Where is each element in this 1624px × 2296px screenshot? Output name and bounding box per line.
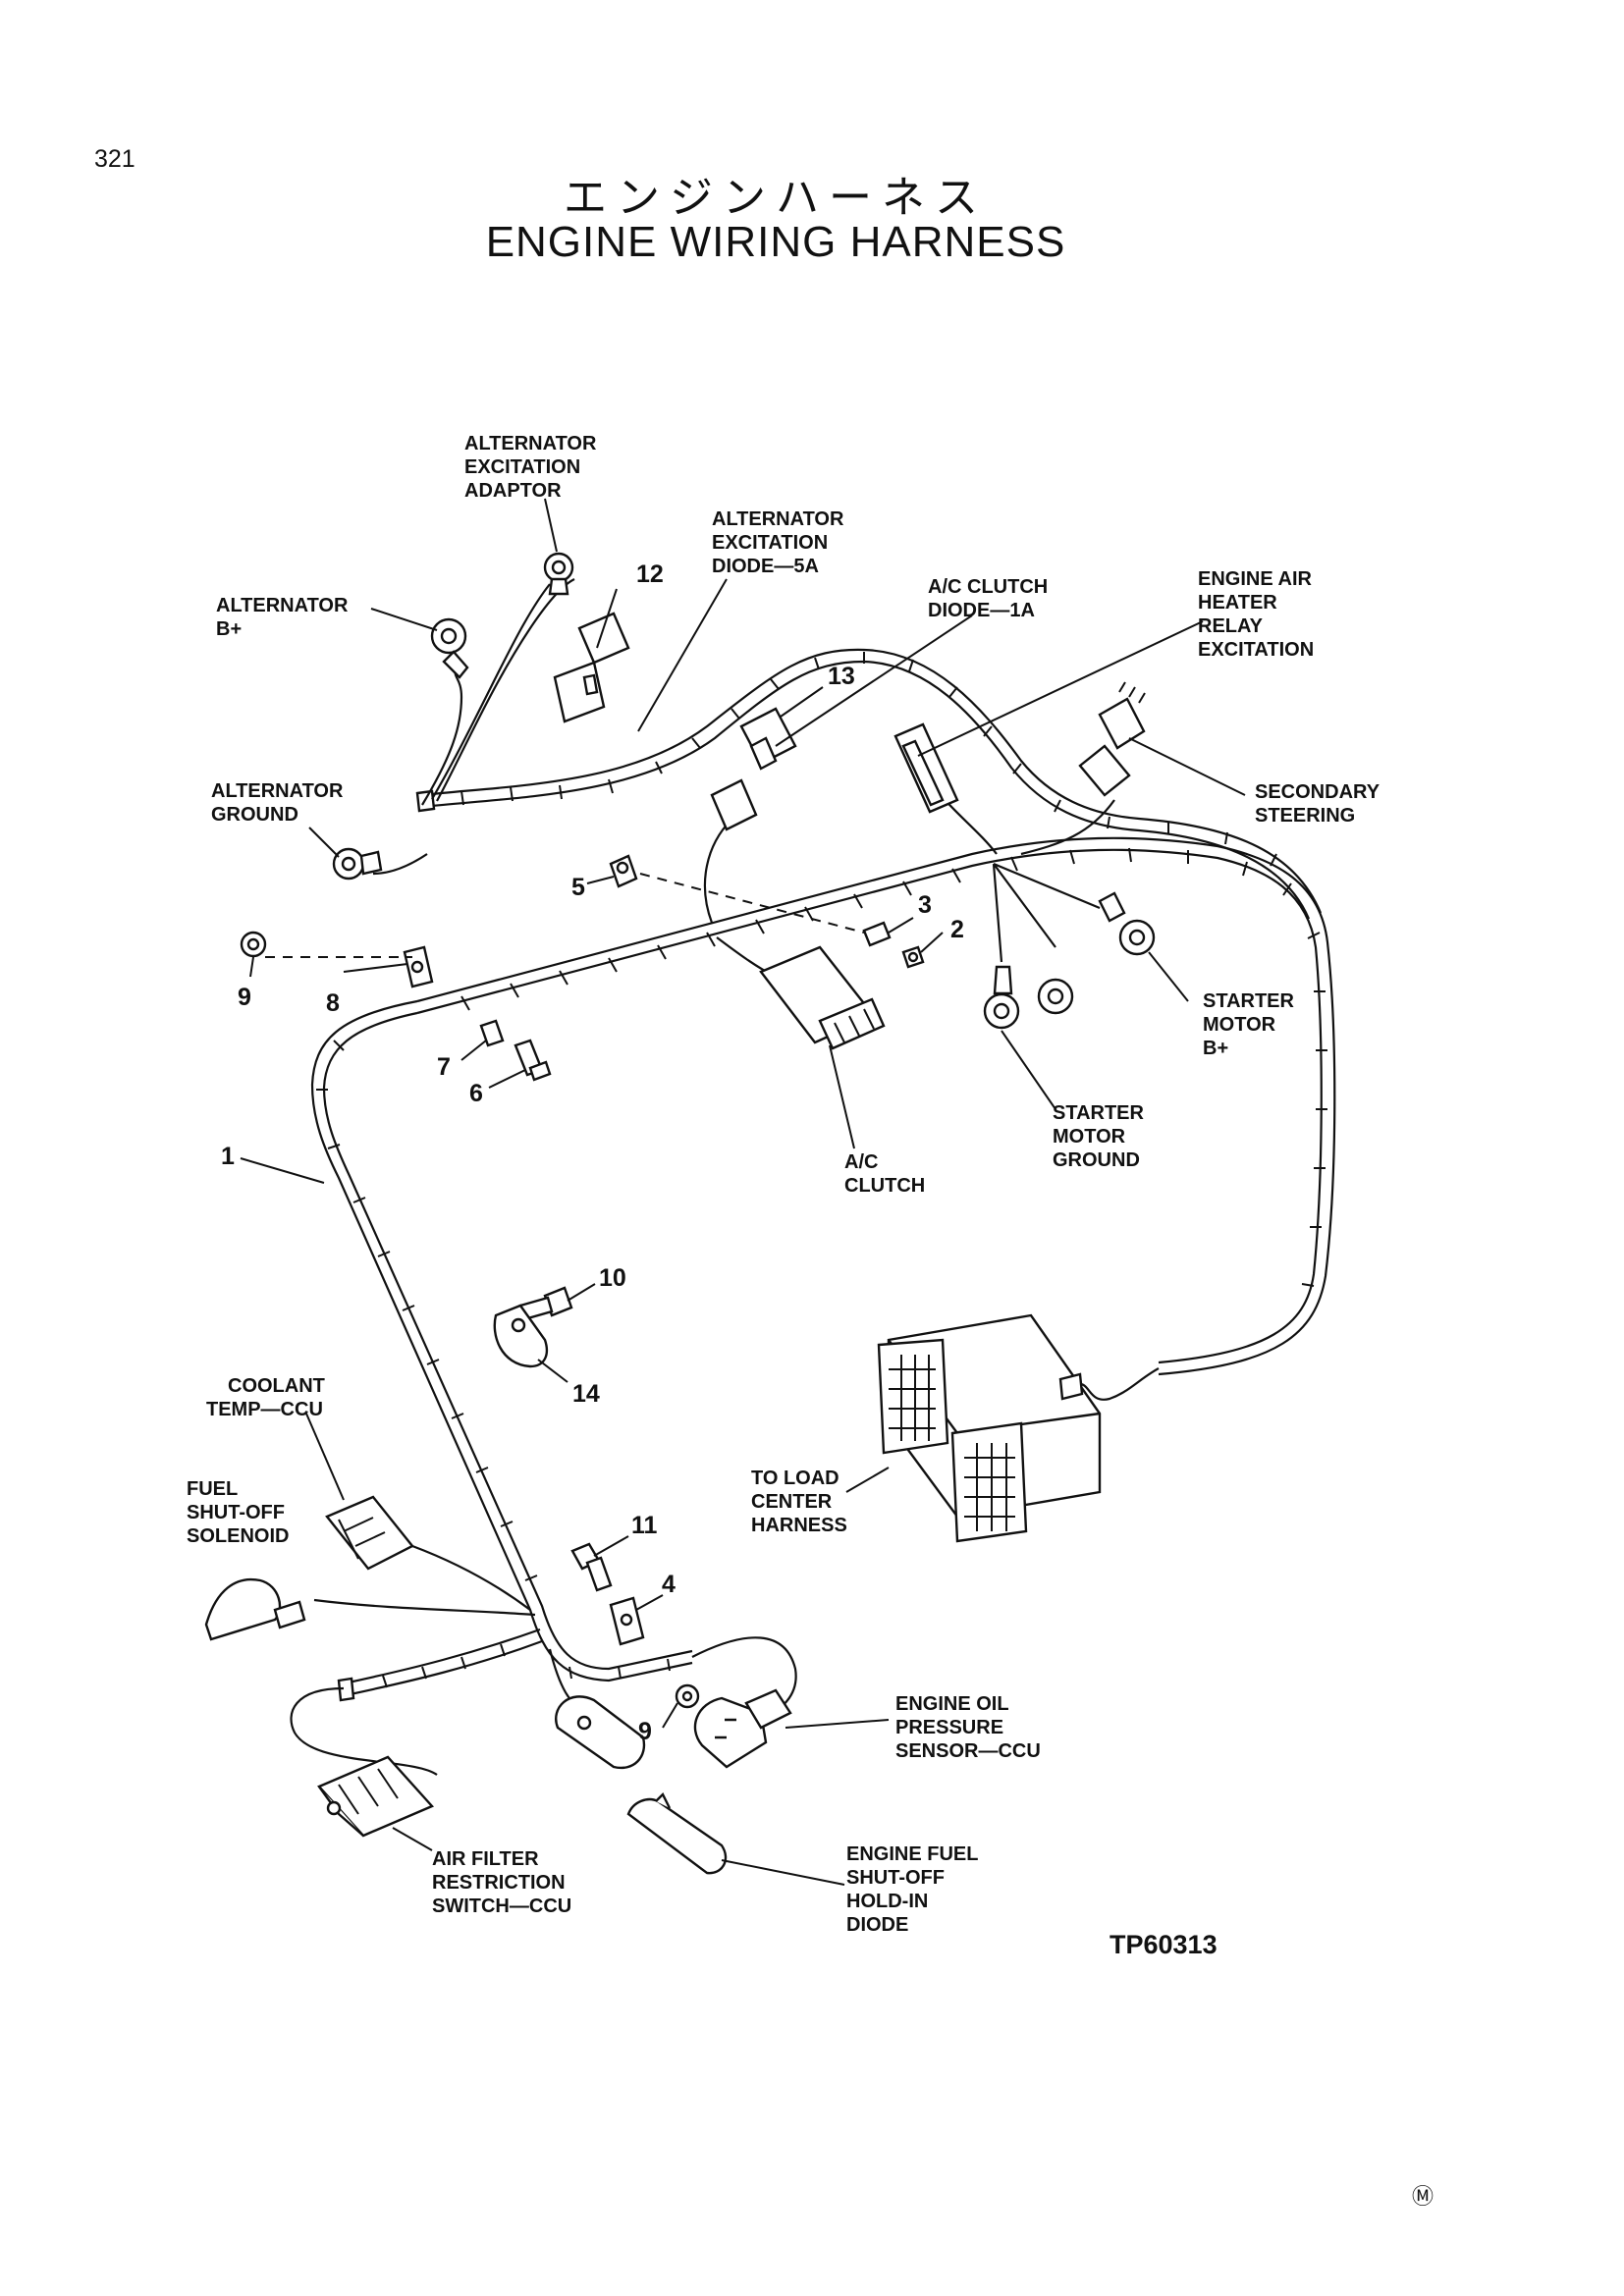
engine-fuel-holdin-diode-part bbox=[626, 1791, 728, 1875]
secondary-steering-connector bbox=[1078, 681, 1146, 797]
page-number: 321 bbox=[94, 145, 135, 173]
item-number-2: 2 bbox=[950, 916, 964, 943]
lower-left-branch bbox=[337, 1628, 543, 1702]
callout-ac-clutch-diode: A/C CLUTCH DIODE—1A bbox=[928, 576, 1054, 621]
item-number-9-lower: 9 bbox=[638, 1718, 652, 1745]
item-number-7: 7 bbox=[437, 1053, 451, 1081]
alternator-excitation-diode bbox=[553, 612, 630, 723]
item-9-nut-lower bbox=[675, 1683, 700, 1709]
callout-alternator-b-plus: ALTERNATOR B+ bbox=[216, 595, 353, 640]
callout-to-load-center: TO LOAD CENTER HARNESS bbox=[751, 1468, 847, 1536]
item-14-clamp bbox=[493, 1304, 549, 1368]
callout-secondary-steering: SECONDARY STEERING bbox=[1255, 781, 1384, 827]
alternator-ground-terminal bbox=[332, 847, 383, 881]
item-number-6: 6 bbox=[469, 1080, 483, 1107]
callout-coolant-temp: COOLANT TEMP—CCU bbox=[206, 1375, 330, 1420]
callout-engine-air-heater: ENGINE AIR HEATER RELAY EXCITATION bbox=[1198, 568, 1318, 661]
publisher-mark: Ⓜ bbox=[1412, 2184, 1434, 2209]
upper-harness-branch bbox=[415, 648, 1323, 920]
item-number-8: 8 bbox=[326, 989, 340, 1017]
item-number-13: 13 bbox=[828, 663, 855, 690]
item-9-nut-upper bbox=[240, 931, 267, 958]
fuel-shutoff-solenoid-part bbox=[204, 1577, 306, 1641]
alternator-excitation-adaptor-terminal bbox=[543, 552, 574, 596]
callout-engine-fuel-holdin: ENGINE FUEL SHUT-OFF HOLD-IN DIODE bbox=[846, 1843, 984, 1936]
item-3-bolt bbox=[862, 921, 892, 947]
leader-lines bbox=[240, 498, 1246, 1886]
callout-alternator-excitation-adaptor: ALTERNATOR EXCITATION ADAPTOR bbox=[464, 433, 602, 502]
load-center-connector bbox=[877, 1313, 1102, 1543]
item-5-clip bbox=[609, 854, 638, 888]
callout-labels: ALTERNATOR EXCITATION ADAPTOR ALTERNATOR… bbox=[187, 433, 1384, 1936]
item-number-10: 10 bbox=[599, 1264, 626, 1292]
engine-oil-pressure-connector bbox=[693, 1688, 792, 1769]
ac-clutch-connector bbox=[759, 945, 886, 1050]
air-filter-restriction-connector bbox=[316, 1755, 435, 1838]
item-number-12: 12 bbox=[636, 561, 664, 588]
item-7-spacer bbox=[479, 1019, 505, 1047]
item-number-4: 4 bbox=[662, 1571, 676, 1598]
item-4-clip bbox=[609, 1596, 645, 1646]
lower-clip-part bbox=[555, 1695, 646, 1770]
starter-motor-ground-terminal bbox=[983, 965, 1020, 1030]
alternator-b-plus-terminal bbox=[430, 617, 469, 679]
title-english: ENGINE WIRING HARNESS bbox=[485, 218, 1066, 266]
item-6-bolt bbox=[514, 1039, 552, 1082]
starter-motor-ground-ring bbox=[1037, 978, 1074, 1015]
callout-alternator-excitation-diode: ALTERNATOR EXCITATION DIODE—5A bbox=[712, 508, 849, 577]
item-number-14: 14 bbox=[572, 1380, 600, 1408]
figure-id: TP60313 bbox=[1110, 1930, 1218, 1959]
engine-air-heater-connector bbox=[893, 722, 959, 814]
dashed-association-lines bbox=[265, 873, 865, 958]
item-8-clip bbox=[403, 945, 434, 988]
item-number-1: 1 bbox=[221, 1143, 235, 1170]
item-number-11: 11 bbox=[631, 1512, 658, 1539]
item-11-bolt bbox=[570, 1542, 613, 1592]
callout-alternator-ground: ALTERNATOR GROUND bbox=[211, 780, 349, 826]
main-harness-trunk bbox=[310, 836, 1336, 1682]
callout-engine-oil-pressure: ENGINE OIL PRESSURE SENSOR—CCU bbox=[895, 1693, 1041, 1762]
item-number-9-upper: 9 bbox=[238, 984, 251, 1011]
starter-motor-b-plus-terminal bbox=[1098, 891, 1156, 956]
item-number-5: 5 bbox=[571, 874, 585, 901]
loose-wires bbox=[290, 578, 1160, 1776]
item-2-nut bbox=[901, 945, 925, 969]
callout-starter-motor-b-plus: STARTER MOTOR B+ bbox=[1203, 990, 1300, 1059]
item-numbers: 12 13 5 3 2 9 8 7 6 1 10 14 11 4 9 bbox=[221, 561, 964, 1745]
callout-starter-motor-ground: STARTER MOTOR GROUND bbox=[1053, 1102, 1150, 1171]
item-number-3: 3 bbox=[918, 891, 932, 919]
coolant-temp-connector bbox=[325, 1495, 414, 1571]
ac-clutch-diode-part bbox=[710, 707, 797, 831]
callout-air-filter-restriction: AIR FILTER RESTRICTION SWITCH—CCU bbox=[432, 1848, 571, 1917]
callout-fuel-shutoff-solenoid: FUEL SHUT-OFF SOLENOID bbox=[187, 1478, 291, 1547]
item-10-bolt bbox=[518, 1286, 573, 1321]
callout-ac-clutch: A/C CLUTCH bbox=[844, 1151, 925, 1197]
title-japanese: エンジンハーネス bbox=[564, 173, 988, 223]
